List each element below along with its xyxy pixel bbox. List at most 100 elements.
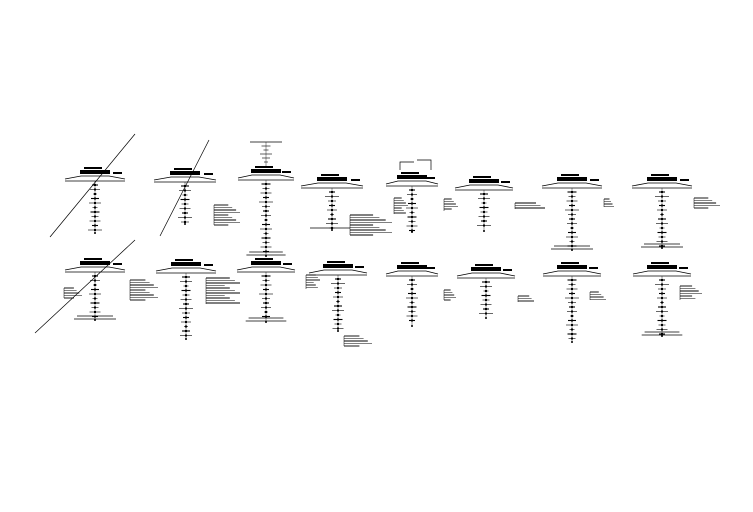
stack-node bbox=[571, 328, 573, 331]
title-underline bbox=[64, 266, 126, 271]
stack-node bbox=[331, 200, 333, 202]
end-node bbox=[485, 317, 487, 319]
stack-node bbox=[184, 203, 186, 205]
diagonal-line bbox=[34, 239, 136, 334]
stack-node bbox=[331, 222, 333, 225]
stack-node bbox=[661, 191, 663, 193]
stack-node bbox=[411, 279, 413, 281]
stack-node bbox=[337, 278, 339, 280]
title-block-text bbox=[651, 174, 669, 176]
stack-node bbox=[485, 312, 487, 315]
stack-node bbox=[265, 237, 267, 239]
stack-node bbox=[265, 288, 267, 291]
detail-drawing bbox=[129, 259, 240, 340]
stack-node bbox=[265, 183, 267, 185]
stack-node bbox=[94, 215, 96, 218]
stack-node bbox=[411, 310, 413, 313]
stack-node bbox=[483, 220, 485, 222]
detail-drawing bbox=[305, 261, 372, 347]
detail-drawing bbox=[542, 262, 606, 343]
stack-node bbox=[411, 229, 413, 232]
stack-node bbox=[411, 301, 413, 304]
detail-drawing bbox=[385, 159, 439, 233]
end-node bbox=[184, 223, 186, 225]
side-table bbox=[517, 295, 534, 302]
stack-node bbox=[483, 202, 485, 204]
stack-node bbox=[483, 215, 485, 218]
stack-node bbox=[661, 213, 663, 216]
stack-node bbox=[411, 292, 413, 295]
side-table bbox=[205, 277, 240, 304]
title-underline bbox=[454, 184, 514, 189]
title-block-note bbox=[113, 172, 122, 174]
bracket-line bbox=[417, 159, 432, 170]
stack-node bbox=[411, 193, 413, 196]
stack-node bbox=[661, 328, 663, 331]
stack-node bbox=[94, 184, 96, 186]
stack-node bbox=[265, 279, 267, 282]
stack-node bbox=[265, 306, 267, 309]
stack-node bbox=[485, 285, 487, 288]
stack-node bbox=[94, 306, 96, 309]
title-block-text bbox=[321, 174, 339, 176]
title-block bbox=[323, 264, 353, 268]
stack-node bbox=[185, 298, 187, 301]
title-block-text bbox=[561, 262, 579, 264]
stack-node bbox=[337, 296, 339, 298]
stack-node bbox=[265, 311, 267, 313]
stack-node bbox=[483, 206, 485, 209]
stack-node bbox=[571, 240, 573, 243]
stack-node bbox=[184, 212, 186, 214]
stack-node bbox=[265, 228, 267, 230]
stack-node bbox=[94, 229, 96, 231]
title-block bbox=[397, 265, 427, 269]
stack-node bbox=[571, 315, 573, 317]
stack-node bbox=[94, 311, 96, 313]
stack-node bbox=[185, 312, 187, 314]
title-block-text bbox=[255, 258, 273, 260]
title-block-note bbox=[426, 177, 435, 179]
stack-node bbox=[185, 303, 187, 305]
stack-node bbox=[184, 189, 186, 192]
stack-node bbox=[185, 276, 187, 278]
title-underline bbox=[236, 266, 296, 271]
stack-node bbox=[411, 319, 413, 322]
stack-node bbox=[337, 287, 339, 289]
side-table bbox=[213, 204, 240, 226]
stack-node bbox=[661, 301, 663, 304]
stack-node bbox=[571, 337, 573, 340]
stack-node bbox=[94, 315, 96, 318]
stack-node bbox=[411, 211, 413, 214]
stack-node bbox=[184, 221, 186, 223]
stack-node bbox=[661, 240, 663, 243]
stack-node bbox=[184, 194, 186, 196]
stack-node bbox=[265, 275, 267, 277]
title-block-note bbox=[426, 267, 435, 269]
stack-node bbox=[661, 297, 663, 299]
stack-node bbox=[661, 204, 663, 207]
stack-node bbox=[94, 193, 96, 195]
stack-node bbox=[571, 301, 573, 304]
stack-node bbox=[411, 189, 413, 191]
stack-node bbox=[265, 196, 267, 199]
stack-node bbox=[661, 306, 663, 308]
stack-node bbox=[185, 334, 187, 337]
side-table bbox=[63, 287, 82, 299]
stack-node bbox=[571, 333, 573, 335]
end-node bbox=[571, 341, 573, 343]
stack-node bbox=[185, 280, 187, 283]
side-table bbox=[443, 198, 458, 211]
title-underline bbox=[542, 270, 602, 275]
stack-node bbox=[337, 309, 339, 312]
stack-node bbox=[94, 211, 96, 213]
stack-node bbox=[265, 284, 267, 286]
stack-node bbox=[185, 325, 187, 328]
detail-drawing bbox=[34, 239, 136, 334]
detail-drawing bbox=[541, 174, 614, 251]
title-block-text bbox=[475, 264, 493, 266]
stack-node bbox=[411, 207, 413, 209]
detail-drawing bbox=[632, 262, 702, 337]
stack-node bbox=[337, 282, 339, 285]
stack-node bbox=[411, 202, 413, 205]
title-underline bbox=[300, 182, 364, 187]
